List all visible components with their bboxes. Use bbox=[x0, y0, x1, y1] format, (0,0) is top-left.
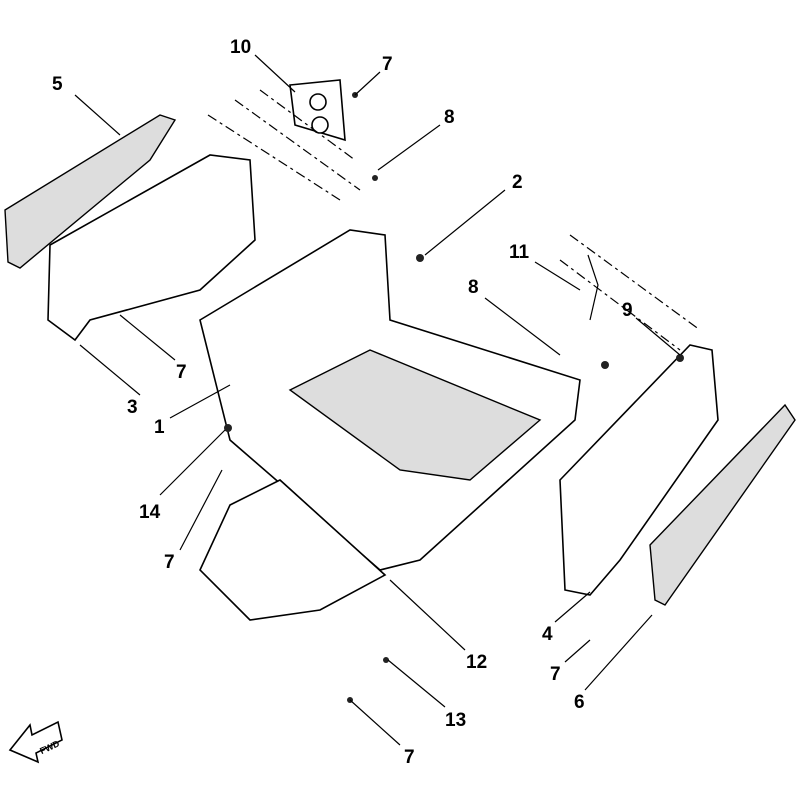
callout-5: 5 bbox=[52, 74, 63, 95]
fwd-arrow-icon bbox=[8, 720, 63, 764]
part-10-port bbox=[309, 93, 327, 111]
part-10-port bbox=[311, 116, 329, 134]
callout-6: 6 bbox=[574, 692, 585, 713]
callout-8: 8 bbox=[444, 107, 455, 128]
callout-4: 4 bbox=[542, 624, 553, 645]
part-5-side-cover bbox=[4, 114, 177, 269]
part-4-right-bracket bbox=[559, 344, 719, 596]
callout-10: 10 bbox=[230, 37, 251, 58]
callout-3: 3 bbox=[127, 397, 138, 418]
callout-8: 8 bbox=[468, 277, 479, 298]
leader-lines bbox=[74, 54, 681, 746]
assembly-guide-lines bbox=[207, 89, 701, 351]
callout-7: 7 bbox=[550, 664, 561, 685]
part-12-rod bbox=[279, 479, 386, 576]
part-11-clip bbox=[587, 254, 599, 321]
callout-13: 13 bbox=[445, 710, 466, 731]
part-3-left-bracket bbox=[47, 154, 256, 342]
callout-12: 12 bbox=[466, 652, 487, 673]
oil-pan-floor bbox=[288, 349, 542, 481]
fasteners bbox=[224, 92, 684, 703]
callout-11: 11 bbox=[509, 242, 530, 263]
callout-2: 2 bbox=[512, 172, 523, 193]
callout-1: 1 bbox=[154, 417, 165, 438]
part-6-side-cover bbox=[649, 403, 796, 606]
callout-7: 7 bbox=[382, 54, 393, 75]
callout-7: 7 bbox=[404, 747, 415, 768]
callout-7: 7 bbox=[164, 552, 175, 573]
callout-14: 14 bbox=[139, 502, 161, 523]
callout-9: 9 bbox=[622, 300, 633, 321]
callout-7: 7 bbox=[176, 362, 187, 383]
